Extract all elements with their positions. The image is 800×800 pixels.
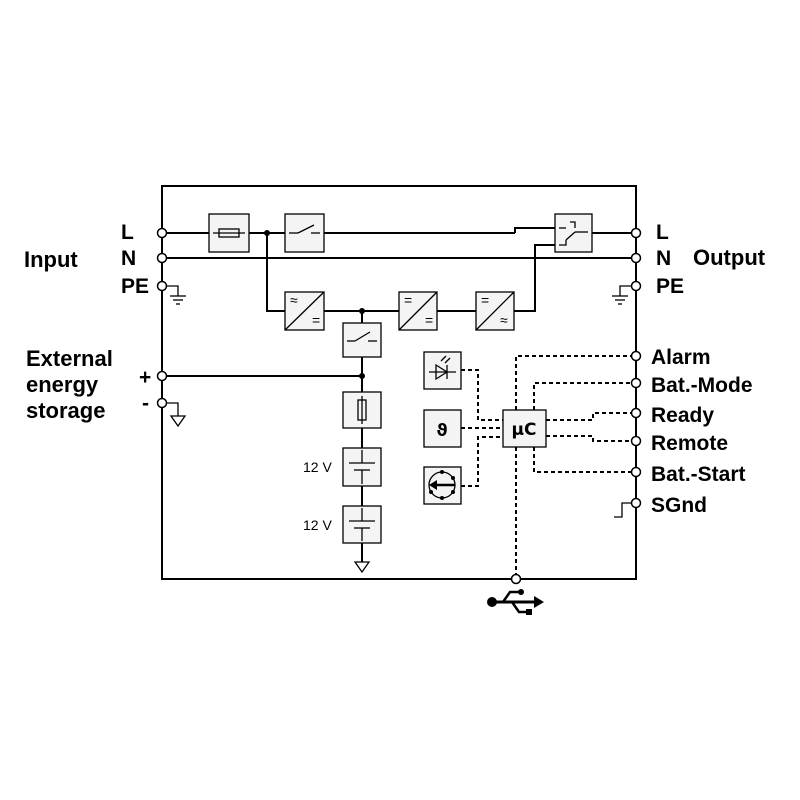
input-n-label: N [121, 247, 136, 270]
terminal-input-n [156, 252, 168, 264]
battery-cell-2 [342, 505, 382, 544]
input-fuse [208, 213, 250, 253]
terminal-output-l [630, 227, 642, 239]
terminal-remote [630, 435, 642, 447]
terminal-alarm [630, 350, 642, 362]
external-storage-line3: storage [26, 398, 105, 423]
input-switch [284, 213, 325, 253]
signal-sgnd-label: SGnd [651, 494, 707, 517]
terminals [156, 227, 642, 585]
ground-symbol-output-pe [612, 285, 636, 305]
battery-fuse [342, 391, 382, 429]
terminal-output-n [630, 252, 642, 264]
temperature-symbol: ϑ [436, 421, 447, 441]
svg-text:=: = [404, 292, 412, 308]
led-icon [423, 351, 462, 390]
svg-text:≈: ≈ [500, 312, 508, 328]
ground-symbol-storage-minus [162, 402, 187, 428]
microcontroller: µC [502, 409, 547, 448]
input-pe-label: PE [121, 275, 149, 298]
terminal-storage-plus [156, 370, 168, 382]
signal-alarm-label: Alarm [651, 346, 711, 369]
external-storage-line1: External [26, 346, 113, 371]
signal-ready-label: Ready [651, 404, 714, 427]
input-title: Input [24, 247, 78, 272]
battery-switch [342, 322, 382, 358]
storage-plus-label: + [139, 366, 151, 389]
ground-symbol-input-pe [162, 285, 186, 305]
microcontroller-label: µC [512, 420, 537, 440]
svg-text:≈: ≈ [290, 292, 298, 308]
usb-icon [487, 589, 544, 615]
pushbutton-icon [423, 466, 462, 505]
terminal-sgnd [630, 497, 642, 509]
terminal-ready [630, 407, 642, 419]
power-wires [162, 227, 636, 562]
battery-cell-2-voltage: 12 V [303, 517, 332, 533]
signal-lines [461, 355, 636, 579]
signal-bat-mode-label: Bat.-Mode [651, 374, 753, 397]
battery-cell-1 [342, 447, 382, 487]
svg-text:=: = [312, 312, 320, 328]
dc-dc-converter: = = [398, 291, 438, 331]
output-l-label: L [656, 221, 669, 244]
sgnd-symbol [614, 502, 636, 518]
signal-bat-start-label: Bat.-Start [651, 463, 746, 486]
ground-symbol-battery [353, 561, 371, 574]
terminal-input-pe [156, 280, 168, 292]
svg-text:=: = [425, 312, 433, 328]
input-l-label: L [121, 221, 134, 244]
signal-remote-label: Remote [651, 432, 728, 455]
terminal-bat-start [630, 466, 642, 478]
terminal-bat-mode [630, 377, 642, 389]
terminal-input-l [156, 227, 168, 239]
output-title: Output [693, 245, 766, 270]
svg-text:=: = [481, 292, 489, 308]
external-storage-line2: energy [26, 372, 99, 397]
temperature-sensor-icon: ϑ [423, 409, 462, 448]
output-pe-label: PE [656, 275, 684, 298]
changeover-switch [554, 213, 593, 253]
output-n-label: N [656, 247, 671, 270]
battery-cell-1-voltage: 12 V [303, 459, 332, 475]
storage-minus-label: - [142, 392, 149, 415]
terminal-usb [510, 573, 522, 585]
terminal-storage-minus [156, 397, 168, 409]
ac-dc-converter: ≈ = [284, 291, 325, 331]
terminal-output-pe [630, 280, 642, 292]
inverter: = ≈ [475, 291, 515, 331]
